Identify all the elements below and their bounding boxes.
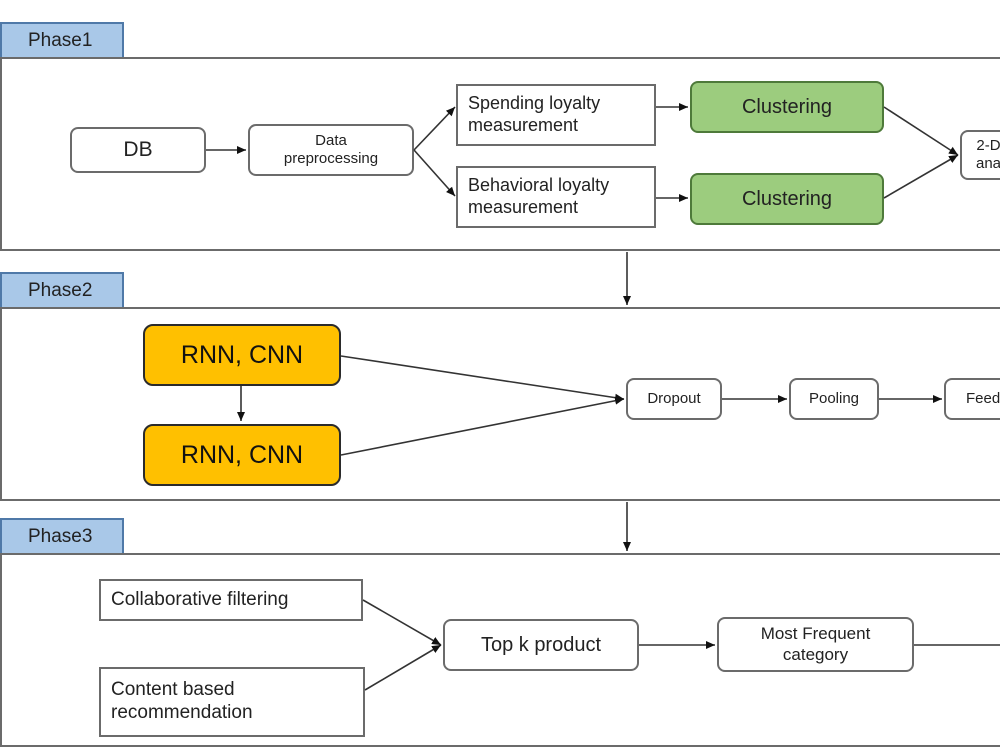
most-frequent-category-node: Most Frequent category — [717, 617, 914, 672]
phase1-tab: Phase1 — [0, 22, 124, 58]
phase2-tab: Phase2 — [0, 272, 124, 308]
clustering-bottom-node: Clustering — [690, 173, 884, 225]
db-node: DB — [70, 127, 206, 173]
two-d-analysis-node: 2-D ana — [960, 130, 1000, 180]
clustering-top-node: Clustering — [690, 81, 884, 133]
collaborative-filtering-node: Collaborative filtering — [99, 579, 363, 621]
spending-loyalty-node: Spending loyalty measurement — [456, 84, 656, 146]
pooling-node: Pooling — [789, 378, 879, 420]
feed-forward-node: Feed — [944, 378, 1000, 420]
dropout-node: Dropout — [626, 378, 722, 420]
top-k-product-node: Top k product — [443, 619, 639, 671]
rnn-cnn-top-node: RNN, CNN — [143, 324, 341, 386]
rnn-cnn-bottom-node: RNN, CNN — [143, 424, 341, 486]
behavioral-loyalty-node: Behavioral loyalty measurement — [456, 166, 656, 228]
content-based-node: Content based recommendation — [99, 667, 365, 737]
data-preprocessing-node: Data preprocessing — [248, 124, 414, 176]
phase3-tab: Phase3 — [0, 518, 124, 554]
